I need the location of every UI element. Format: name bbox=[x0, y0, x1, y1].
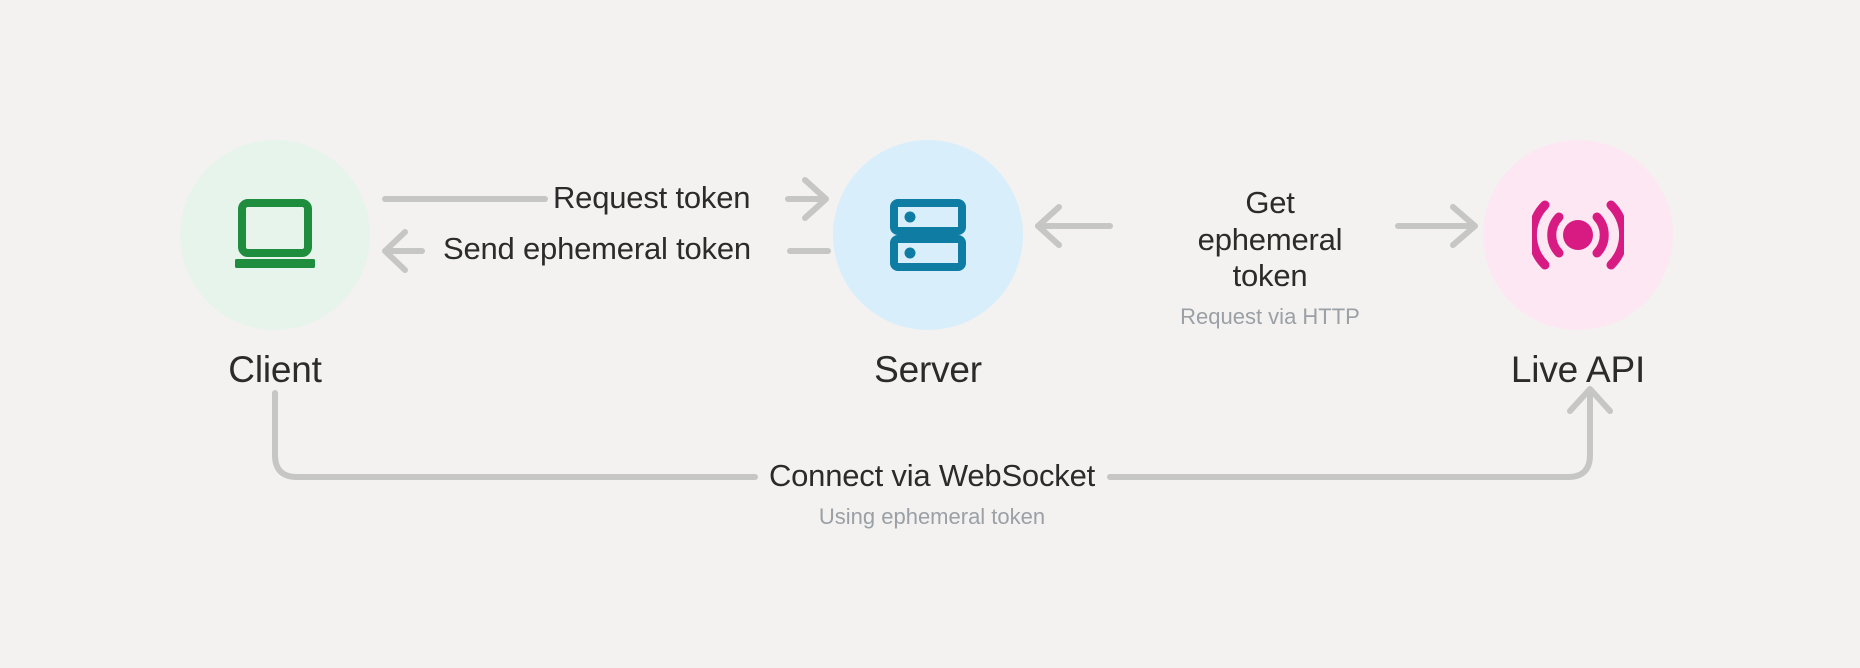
node-client-circle bbox=[180, 140, 370, 330]
edge-label-connect-websocket: Connect via WebSocket Using ephemeral to… bbox=[767, 458, 1097, 530]
node-client[interactable]: Client bbox=[165, 140, 385, 391]
edge-label-request-token: Request token bbox=[553, 180, 751, 217]
edge-get-ephemeral-token-left-connector bbox=[1035, 204, 1113, 248]
laptop-icon bbox=[235, 199, 315, 268]
edge-label-request-token-text: Request token bbox=[553, 180, 751, 215]
node-server-circle bbox=[833, 140, 1023, 330]
node-live-api-label: Live API bbox=[1510, 349, 1646, 390]
node-live-api[interactable]: Live API bbox=[1468, 140, 1688, 391]
node-server-label: Server bbox=[874, 349, 982, 390]
edge-label-send-ephemeral-token-text: Send ephemeral token bbox=[443, 231, 751, 266]
node-live-api-circle bbox=[1483, 140, 1673, 330]
edge-sublabel-request-via-http: Request via HTTP bbox=[1180, 303, 1360, 329]
edge-sublabel-using-ephemeral-token: Using ephemeral token bbox=[818, 503, 1046, 529]
node-server[interactable]: Server bbox=[818, 140, 1038, 391]
edge-label-get-ephemeral-token-line2: ephemeral token bbox=[1197, 221, 1343, 294]
server-rack-icon bbox=[890, 199, 966, 271]
edge-label-get-ephemeral-token: Get ephemeral token Request via HTTP bbox=[1168, 185, 1372, 330]
edge-get-ephemeral-token-right-connector bbox=[1395, 204, 1478, 248]
edge-label-connect-websocket-text: Connect via WebSocket bbox=[768, 458, 1096, 493]
edge-label-send-ephemeral-token: Send ephemeral token bbox=[443, 231, 751, 268]
broadcast-signal-icon bbox=[1532, 200, 1624, 270]
node-client-label: Client bbox=[228, 349, 322, 390]
edge-label-get-ephemeral-token-line1: Get bbox=[1245, 185, 1295, 220]
